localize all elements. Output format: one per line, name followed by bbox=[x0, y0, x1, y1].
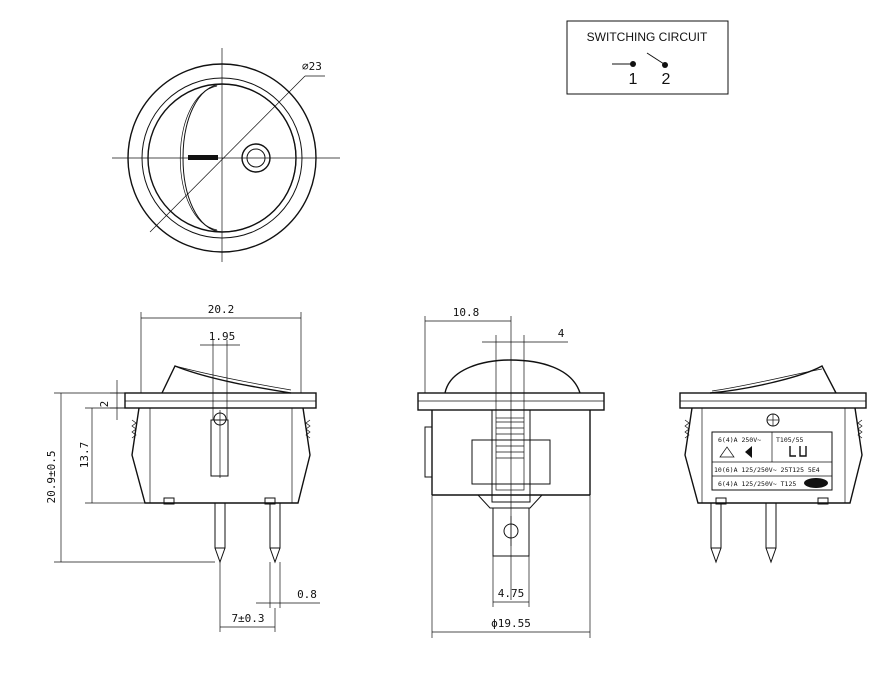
side-flange-label: 2 bbox=[98, 401, 111, 408]
side-width-label: 20.2 bbox=[208, 303, 235, 316]
on-indicator-mark bbox=[188, 155, 218, 160]
ul-mark-icon bbox=[789, 446, 807, 457]
rear-view: 6(4)A 250V~ T105/55 10(6)A 125/250V~ 25T… bbox=[679, 365, 867, 564]
pin-1-label: 1 bbox=[629, 71, 638, 88]
front-rocker-label: 4 bbox=[558, 327, 565, 340]
pin-2-label: 2 bbox=[662, 71, 671, 88]
safety-triangle-icon bbox=[719, 446, 735, 458]
cqc-mark-icon bbox=[804, 478, 828, 488]
side-body-height-label: 13.7 bbox=[78, 442, 91, 469]
front-knurl bbox=[496, 421, 524, 459]
cert-mark-icon bbox=[745, 446, 752, 458]
side-pin-pitch-label: 7±0.3 bbox=[231, 612, 264, 625]
pin-2-dot bbox=[662, 62, 668, 68]
front-diameter-label: ϕ19.55 bbox=[491, 617, 531, 630]
top-diameter-label: ⌀23 bbox=[302, 60, 322, 73]
side-view: 20.2 1.95 2 13.7 20.9±0.5 0.8 7±0.3 bbox=[45, 303, 320, 632]
side-bezel-label: 1.95 bbox=[209, 330, 236, 343]
front-terminal-label: 4.75 bbox=[498, 587, 525, 600]
side-pin-thickness-label: 0.8 bbox=[297, 588, 317, 601]
rating-line-1: 6(4)A 250V~ bbox=[718, 436, 761, 444]
switching-circuit-box: SWITCHING CIRCUIT 1 2 bbox=[566, 20, 729, 95]
front-view: 10.8 4 4.75 ϕ19.55 bbox=[417, 306, 605, 638]
side-total-height-label: 20.9±0.5 bbox=[45, 451, 58, 504]
rating-line-1b: T105/55 bbox=[776, 436, 803, 444]
pin-1-dot bbox=[630, 61, 636, 67]
rating-line-2: 10(6)A 125/250V~ 25T125 5E4 bbox=[714, 466, 820, 474]
top-view: ⌀23 bbox=[112, 48, 340, 262]
switching-circuit-title: SWITCHING CIRCUIT bbox=[587, 30, 708, 44]
led-indicator-ring bbox=[241, 143, 271, 173]
rating-line-3: 6(4)A 125/250V~ T125 bbox=[718, 480, 796, 488]
front-offset-label: 10.8 bbox=[453, 306, 480, 319]
